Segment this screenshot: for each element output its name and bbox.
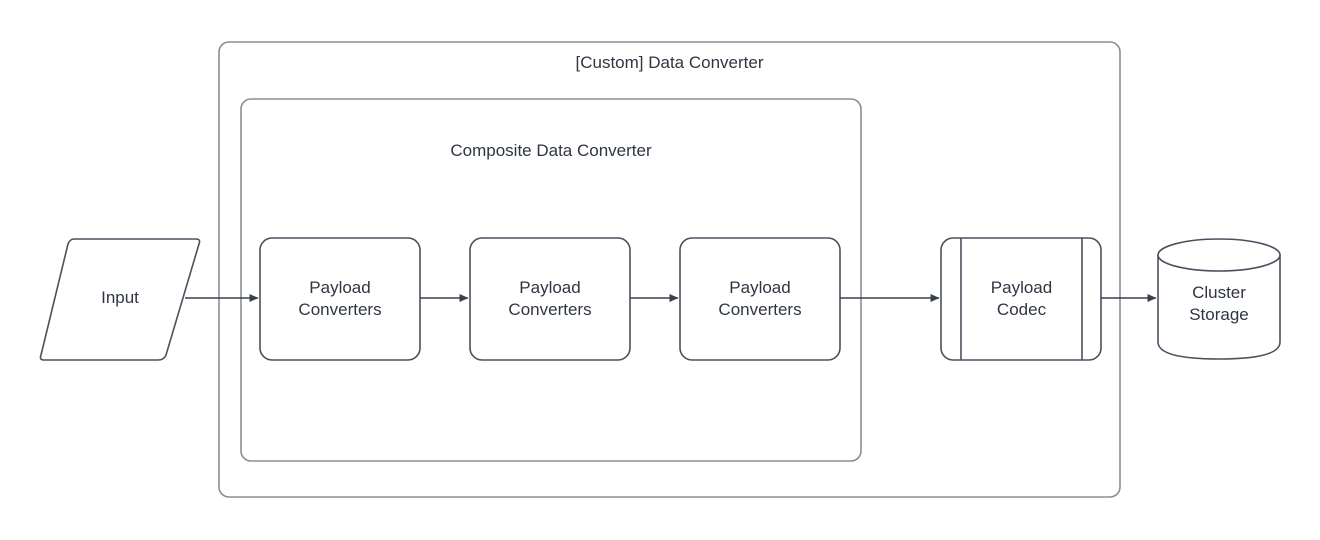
node-payload-codec-shape[interactable] — [940, 237, 1102, 361]
node-cluster-storage-top — [1157, 238, 1281, 272]
node-input-shape[interactable] — [39, 238, 201, 361]
node-payload-converters-1-shape[interactable] — [259, 237, 421, 361]
node-payload-converters-3-shape[interactable] — [679, 237, 841, 361]
node-cluster-storage-body[interactable] — [1157, 254, 1281, 360]
node-payload-converters-2-shape[interactable] — [469, 237, 631, 361]
